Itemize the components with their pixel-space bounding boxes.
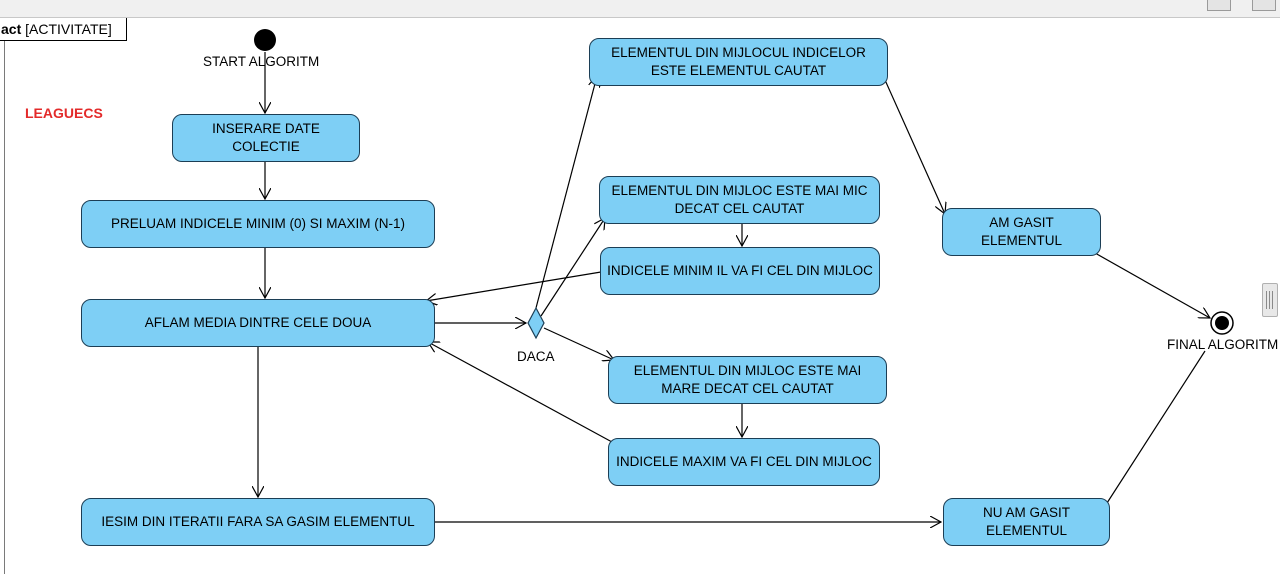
action-max-becomes-middle[interactable]: INDICELE MAXIM VA FI CEL DIN MIJLOC <box>608 438 880 486</box>
start-label: START ALGORITM <box>203 54 320 69</box>
flow-decision-target <box>535 76 597 309</box>
final-label: FINAL ALGORITM <box>1167 337 1279 352</box>
action-middle-greater[interactable]: ELEMENTUL DIN MIJLOC ESTE MAI MARE DECAT… <box>608 356 887 404</box>
action-exit-loop[interactable]: IESIM DIN ITERATII FARA SA GASIM ELEMENT… <box>81 498 435 546</box>
frame-keyword: act <box>1 21 22 37</box>
action-average[interactable]: AFLAM MEDIA DINTRE CELE DOUA <box>81 299 435 347</box>
action-take-indexes[interactable]: PRELUAM INDICELE MINIM (0) SI MAXIM (N-1… <box>81 200 435 248</box>
action-found[interactable]: AM GASIT ELEMENTUL <box>942 208 1101 256</box>
action-middle-smaller[interactable]: ELEMENTUL DIN MIJLOC ESTE MAI MIC DECAT … <box>599 176 880 224</box>
frame-border <box>4 18 5 574</box>
decision-label: DACA <box>517 349 555 364</box>
flow-found-final <box>1094 252 1210 318</box>
flow-notfound-final <box>1106 350 1206 504</box>
splitter-handle[interactable] <box>1262 283 1278 317</box>
final-node-inner <box>1215 316 1229 330</box>
flow-min-average <box>426 271 602 301</box>
initial-node <box>254 29 276 51</box>
action-insert-data[interactable]: INSERARE DATE COLECTIE <box>172 114 360 162</box>
toolbar-view-icon[interactable] <box>1207 0 1231 11</box>
logo-text: LEAGUECS <box>25 105 103 121</box>
action-min-becomes-middle[interactable]: INDICELE MINIM IL VA FI CEL DIN MIJLOC <box>600 247 880 295</box>
flow-decision-greater <box>543 327 614 360</box>
flow-target-found <box>884 79 945 214</box>
toolbar-strip <box>0 0 1280 18</box>
decision-diamond <box>527 306 545 340</box>
flow-max-average <box>428 342 613 443</box>
frame-title: act [ACTIVITATE] <box>0 18 127 41</box>
flow-decision-smaller <box>540 218 605 317</box>
toolbar-panel-icon[interactable] <box>1252 0 1276 11</box>
action-not-found[interactable]: NU AM GASIT ELEMENTUL <box>943 498 1110 546</box>
frame-name: [ACTIVITATE] <box>25 21 112 37</box>
action-middle-is-target[interactable]: ELEMENTUL DIN MIJLOCUL INDICELOR ESTE EL… <box>589 38 888 86</box>
